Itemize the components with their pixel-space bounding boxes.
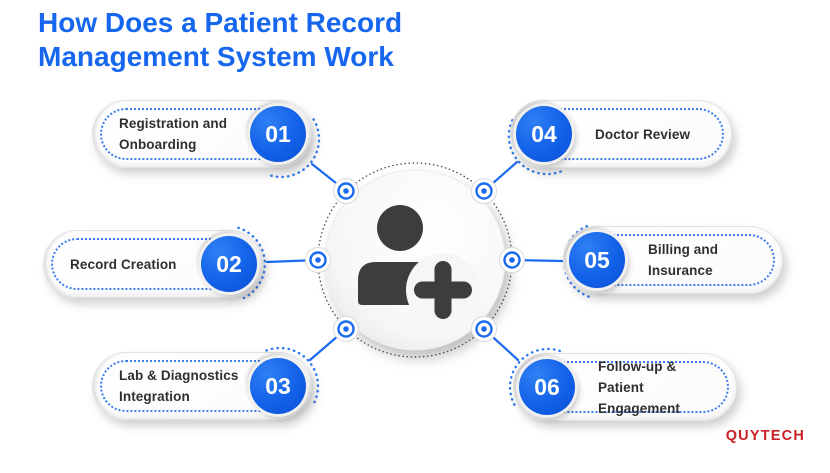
- badge-arc-1: [267, 118, 321, 179]
- step-number-badge-01: 01: [250, 106, 306, 162]
- hub-nodes: [305, 178, 525, 342]
- badge-arc-3: [265, 346, 320, 406]
- badge-arc-2: [237, 226, 267, 301]
- step-label-line2: Patient Engagement: [598, 379, 681, 416]
- patient-head: [377, 205, 423, 251]
- step-pill-billing-and-insurance: Billing and Insurance 05: [563, 226, 783, 294]
- step-pill-registration-and-onboarding: Registration and Onboarding 01: [92, 100, 312, 168]
- step-number-badge-03: 03: [250, 358, 306, 414]
- node-rings: [309, 182, 521, 338]
- step-pill-record-creation: Record Creation 02: [43, 230, 263, 298]
- plus-vertical: [434, 261, 452, 319]
- step-number-badge-06: 06: [519, 359, 575, 415]
- node-dot-icon: [481, 326, 487, 332]
- step-label-line1: Registration and: [119, 116, 228, 131]
- page-title-line1: How Does a Patient Record: [38, 7, 403, 38]
- step-label: Registration and Onboarding: [119, 113, 227, 155]
- step-label-line1: Billing and: [648, 242, 719, 257]
- step-label-line1: Follow-up &: [598, 358, 677, 374]
- step-label: Billing and Insurance: [648, 239, 718, 281]
- node-dot-icon: [509, 257, 515, 263]
- page-title: How Does a Patient Record Management Sys…: [38, 6, 402, 74]
- step-number-badge-02: 02: [201, 236, 257, 292]
- step-label-line2: Insurance: [648, 263, 713, 278]
- add-patient-icon: [358, 205, 480, 327]
- step-label-line1: Lab & Diagnostics: [119, 368, 239, 383]
- step-label-line2: Onboarding: [119, 137, 197, 152]
- node-dot-icon: [481, 188, 487, 194]
- step-pill-follow-up-patient-engagement: Follow-up & Patient Engagement 06: [513, 353, 737, 421]
- quytech-logo: QUYTECH: [725, 428, 805, 444]
- step-label: Lab & Diagnostics Integration: [119, 365, 238, 407]
- badge-arc-4: [507, 116, 562, 176]
- badge-arc-6: [508, 347, 564, 406]
- step-number-badge-04: 04: [516, 106, 572, 162]
- node-dot-icon: [343, 326, 349, 332]
- step-label: Doctor Review: [595, 124, 690, 145]
- page-title-line2: Management System Work: [38, 41, 394, 72]
- step-label-line1: Record Creation: [70, 256, 177, 272]
- node-dot-icon: [343, 188, 349, 194]
- step-label-line1: Doctor Review: [595, 126, 691, 142]
- step-label-line2: Integration: [119, 389, 190, 404]
- step-pill-lab-diagnostics-integration: Lab & Diagnostics Integration 03: [92, 352, 312, 420]
- node-notches: [305, 178, 525, 342]
- node-dot-icon: [315, 257, 321, 263]
- step-pill-doctor-review: Doctor Review 04: [510, 100, 732, 168]
- step-number-badge-05: 05: [569, 232, 625, 288]
- step-label: Record Creation: [70, 254, 177, 275]
- step-label: Follow-up & Patient Engagement: [598, 356, 726, 419]
